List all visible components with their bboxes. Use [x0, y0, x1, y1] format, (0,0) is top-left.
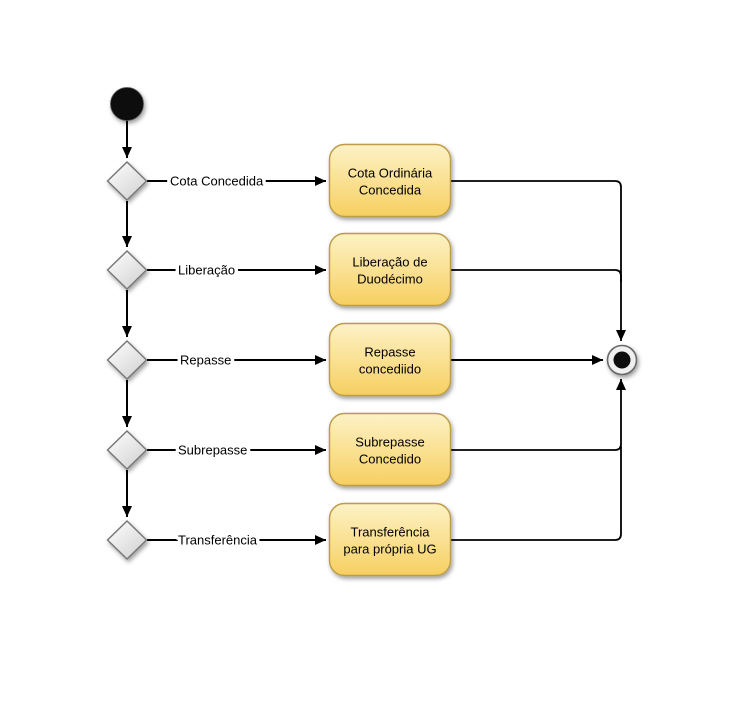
edge-activity-2-to-final	[451, 269, 622, 282]
edge-activity-4-to-final	[451, 379, 626, 451]
activity-node-1-label-line-2: Concedida	[359, 183, 422, 198]
activity-node-2: Liberação de Duodécimo	[328, 232, 452, 307]
activity-node-4: Subrepasse Concedido	[328, 412, 452, 487]
activity-node-5-label-line-1: Transferência	[351, 525, 431, 540]
decision-node-3	[106, 340, 148, 380]
activity-node-3: Repasse concediido	[328, 322, 452, 397]
activity-node-2-label-line-1: Liberação de	[352, 255, 427, 270]
decision-node-1	[106, 161, 148, 201]
activity-node-5-label-line-2: para própria UG	[343, 542, 436, 557]
activity-node-3-box	[328, 322, 452, 397]
activity-node-5: Transferência para própria UG	[328, 502, 452, 577]
guard-label-subrepasse: Subrepasse	[178, 443, 247, 458]
activity-node-5-box	[328, 502, 452, 577]
decision-node-5	[106, 520, 148, 560]
edge-layer	[122, 120, 626, 545]
activity-node-2-box	[328, 232, 452, 307]
decision-layer	[106, 161, 148, 560]
guard-label-transferencia: Transferência	[178, 533, 258, 548]
activity-node-1-label-line-1: Cota Ordinária	[348, 166, 433, 181]
decision-node-4	[106, 430, 148, 470]
guard-label-layer: Cota Concedida Liberação Repasse Subrepa…	[167, 170, 268, 551]
activity-node-3-label-line-1: Repasse	[364, 345, 415, 360]
activity-node-1-box	[328, 143, 452, 218]
activity-node-4-label-line-2: Concedido	[359, 452, 421, 467]
guard-label-repasse: Repasse	[180, 353, 231, 368]
edge-activity-5-to-final	[451, 446, 622, 541]
edge-activity-1-to-final	[451, 180, 626, 341]
final-node-core	[613, 351, 631, 369]
initial-node	[110, 87, 144, 121]
activity-node-2-label-line-2: Duodécimo	[357, 272, 423, 287]
decision-node-2	[106, 250, 148, 290]
activity-node-3-label-line-2: concediido	[359, 362, 421, 377]
guard-label-liberacao: Liberação	[178, 263, 235, 278]
guard-label-cota-concedida: Cota Concedida	[170, 174, 264, 189]
final-node	[606, 344, 638, 376]
activity-node-4-label-line-1: Subrepasse	[355, 435, 424, 450]
activity-node-1: Cota Ordinária Concedida	[328, 143, 452, 218]
activity-node-4-box	[328, 412, 452, 487]
